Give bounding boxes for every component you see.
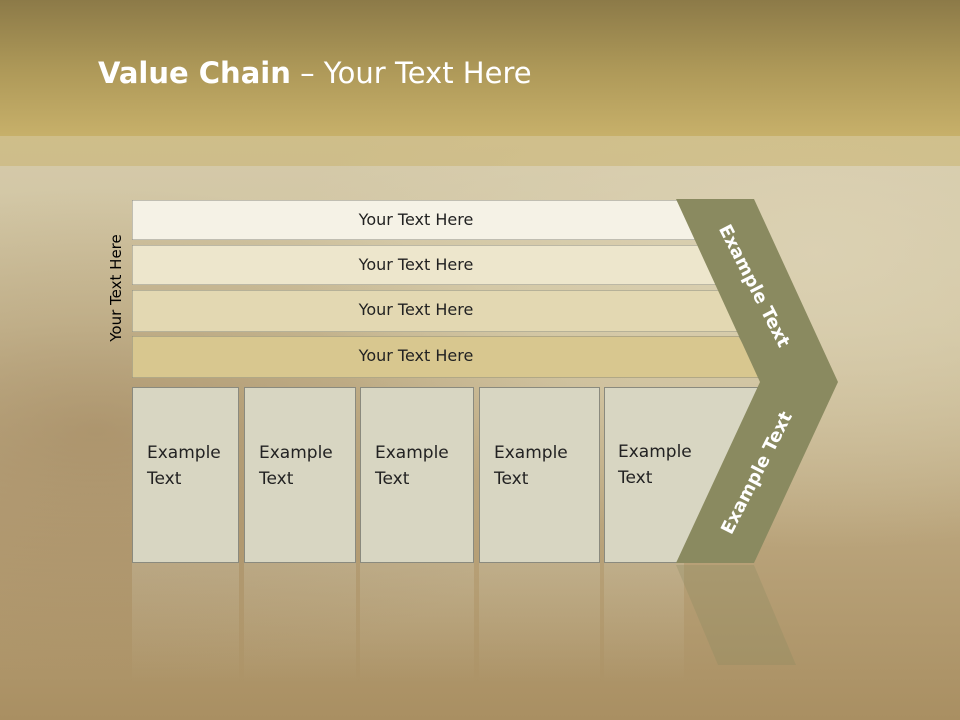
box-reflection	[360, 563, 474, 683]
process-box-2: Example Text	[244, 387, 356, 563]
process-box-1: Example Text	[132, 387, 239, 563]
box-text-line2: Text	[147, 469, 182, 489]
box-text-line1: Example	[147, 443, 221, 463]
title-band-strip	[0, 136, 960, 166]
bar-label: Your Text Here	[358, 255, 474, 274]
box-text-line1: Example	[259, 443, 333, 463]
box-text-line1: Example	[375, 443, 449, 463]
bar-label: Your Text Here	[358, 210, 474, 229]
process-box-5: Example Text	[604, 387, 764, 563]
bar-label: Your Text Here	[358, 300, 474, 319]
title-band	[0, 0, 960, 136]
box-text-line2: Text	[494, 469, 529, 489]
box-reflection	[604, 563, 684, 683]
chevron-reflection	[676, 565, 796, 665]
bar-label: Your Text Here	[358, 346, 474, 365]
box-text-line2: Text	[618, 468, 653, 488]
slide-title-bold: Value Chain	[98, 56, 291, 90]
process-box-4: Example Text	[479, 387, 600, 563]
box-reflection	[244, 563, 356, 683]
box-text-line1: Example	[618, 442, 692, 462]
box-reflection	[479, 563, 600, 683]
value-chevron	[676, 199, 838, 563]
slide-title: Value Chain – Your Text Here	[98, 56, 532, 90]
process-box-3: Example Text	[360, 387, 474, 563]
slide-title-rest: – Your Text Here	[290, 56, 532, 90]
box-reflection	[132, 563, 239, 683]
box-text-line2: Text	[259, 469, 294, 489]
vertical-axis-label: Your Text Here	[107, 234, 125, 342]
box-text-line1: Example	[494, 443, 568, 463]
box-text-line2: Text	[375, 469, 410, 489]
